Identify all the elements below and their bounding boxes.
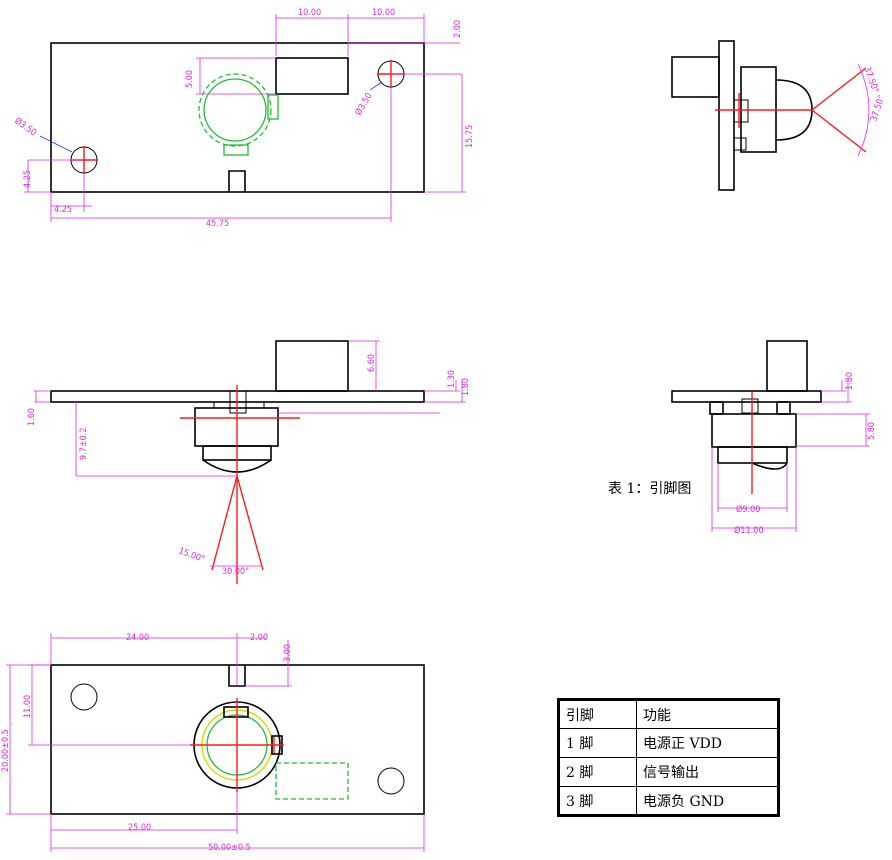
header-pin: 引脚	[558, 699, 637, 729]
table-row: 2 脚 信号输出	[558, 757, 779, 787]
dim-6-6: 6.60	[367, 354, 377, 372]
dim-10-left: 10.00	[298, 8, 321, 18]
dim-24: 24.00	[126, 633, 149, 643]
dim-15-deg: 15.00°	[177, 546, 206, 565]
bottom-view: 24.00 2.00 3.00 11.00 20.00±0.5 25.00 50…	[1, 633, 425, 853]
dim-5-connector: 5.00	[185, 70, 195, 88]
function-cell: 信号输出	[636, 757, 779, 787]
top-view: 10.00 10.00 2.00 5.00 Ø3.50 Ø3.50 4.25 4…	[12, 8, 475, 229]
pin-cell: 1 脚	[558, 728, 637, 758]
dim-15-75: 15.75	[465, 125, 475, 148]
dim-4-25-vertical: 4.25	[23, 170, 33, 188]
dim-1-8: 1.80	[461, 378, 471, 396]
dim-hole-dia-right: Ø3.50	[353, 91, 375, 118]
dim-3-notch: 3.00	[283, 644, 293, 662]
header-function: 功能	[636, 699, 779, 729]
pin-cell: 3 脚	[558, 786, 637, 816]
table-row: 3 脚 电源负 GND	[558, 786, 779, 816]
end-view: 1.80 5.80 Ø9.00 Ø11.00	[671, 340, 877, 536]
pin-table: 引脚 功能 1 脚 电源正 VDD 2 脚 信号输出 3 脚 电源负 GND	[557, 698, 780, 817]
dim-25: 25.00	[128, 823, 151, 833]
function-cell: 电源负 GND	[636, 786, 779, 816]
table-header-row: 引脚 功能	[558, 699, 779, 729]
dim-1-8-end: 1.80	[845, 372, 855, 390]
pin-cell: 2 脚	[558, 757, 637, 787]
dim-hole-dia-left: Ø3.50	[12, 115, 38, 138]
dim-dia-11: Ø11.00	[734, 525, 764, 536]
dim-4-25-horizontal: 4.25	[54, 205, 72, 215]
dim-1-3: 1.30	[447, 370, 457, 388]
function-cell: 电源正 VDD	[636, 728, 779, 758]
dim-11: 11.00	[23, 695, 33, 718]
dim-2-notch: 2.00	[250, 633, 268, 643]
dim-50: 50.00±0.5	[208, 843, 251, 853]
right-side-view: 37.50° 37.50°	[671, 40, 887, 191]
front-side-view: 6.60 1.30 1.80 1.60 9.7±0.2 15.00° 30.00…	[27, 340, 471, 584]
dim-dia-9: Ø9.00	[736, 504, 760, 515]
dim-20: 20.00±0.5	[1, 729, 11, 772]
dim-45-75: 45.75	[206, 219, 229, 229]
dim-30-deg: 30.00°	[222, 567, 249, 577]
dim-5-8-end: 5.80	[867, 422, 877, 440]
dim-37-5-lower: 37.50°	[869, 94, 887, 123]
dim-1-6: 1.60	[27, 408, 37, 426]
table-row: 1 脚 电源正 VDD	[558, 728, 779, 758]
dim-9-7: 9.7±0.2	[79, 427, 89, 460]
dim-2-top: 2.00	[453, 20, 463, 38]
dim-10-right: 10.00	[372, 8, 395, 18]
table-caption: 表 1：引脚图	[608, 481, 692, 497]
